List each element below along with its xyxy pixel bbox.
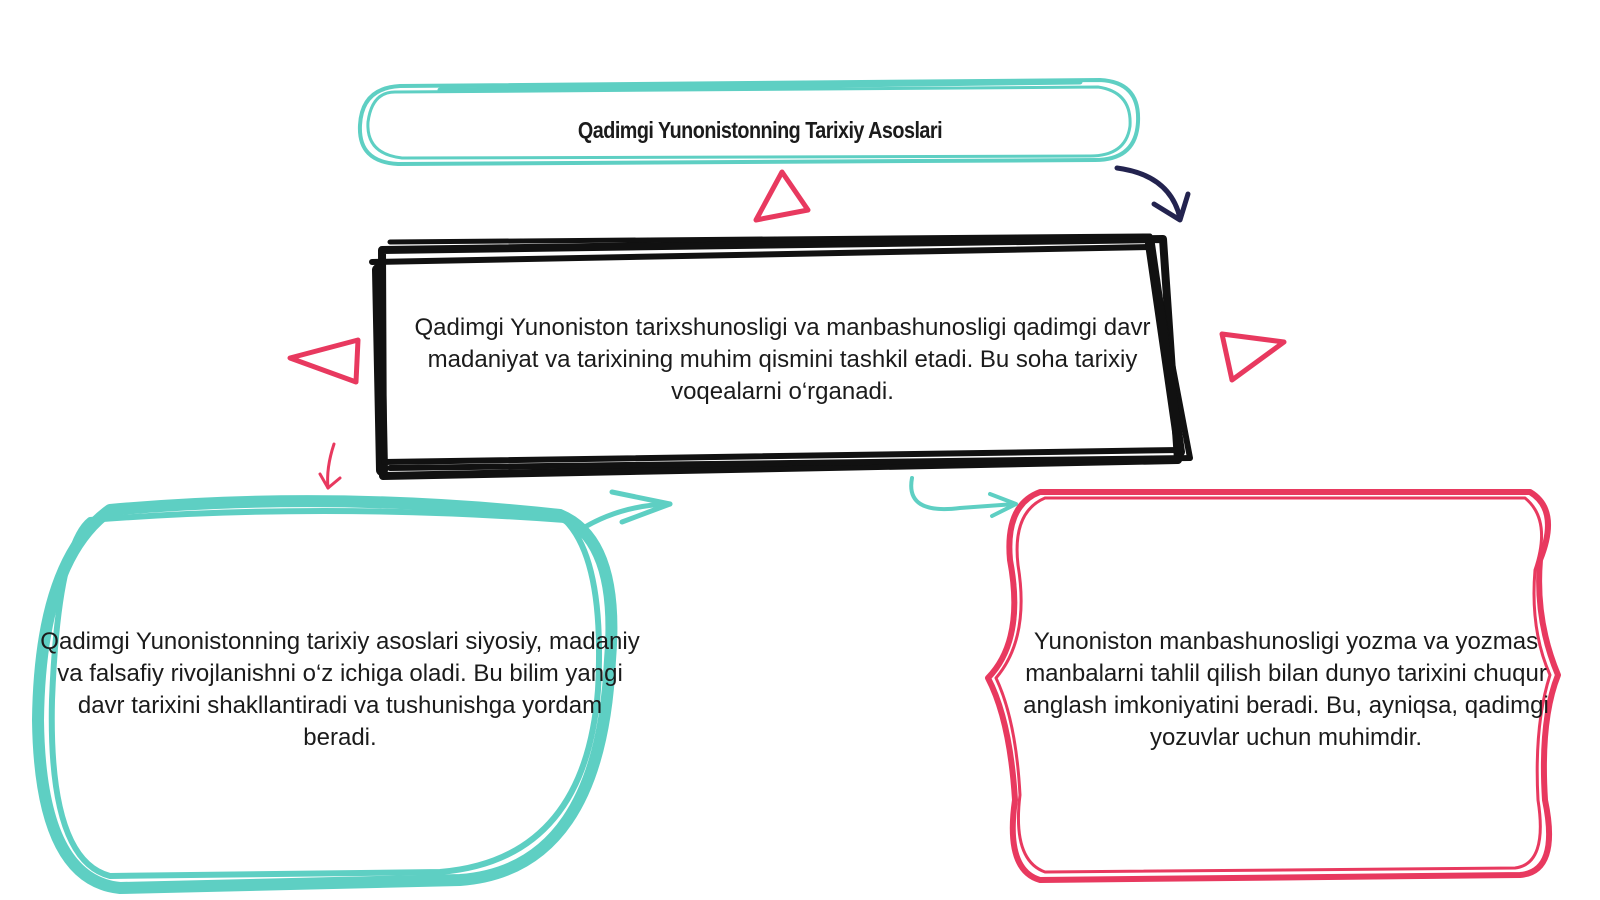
left-box — [32, 495, 618, 894]
triangle-left-icon — [287, 337, 361, 385]
arrow-left-small-icon — [318, 442, 342, 490]
title-pill-box — [357, 78, 1141, 166]
arrow-title-to-center-icon — [1114, 165, 1191, 223]
center-box — [369, 233, 1193, 480]
left-label: Qadimgi Yunonistonning tarixiy asoslari … — [40, 628, 640, 751]
right-box — [985, 489, 1561, 883]
right-label: Yunoniston manbashunosligi yozma va yozm… — [1023, 628, 1549, 751]
right-node-text: Yunoniston manbashunosligi yozma va yozm… — [1008, 620, 1564, 760]
arrow-left-box-to-center-icon — [577, 489, 673, 533]
center-label: Qadimgi Yunoniston tarixshunosligi va ma… — [414, 314, 1151, 405]
triangle-up-icon — [753, 169, 811, 223]
left-node-text: Qadimgi Yunonistonning tarixiy asoslari … — [40, 620, 640, 760]
title-label: Qadimgi Yunonistonning Tarixiy Asoslari — [577, 117, 943, 143]
center-node-text: Qadimgi Yunoniston tarixshunosligi va ma… — [395, 300, 1170, 420]
diagram-title: Qadimgi Yunonistonning Tarixiy Asoslari — [425, 100, 1096, 160]
triangle-right-icon — [1219, 331, 1287, 383]
arrow-center-to-right-box-icon — [909, 476, 1018, 518]
